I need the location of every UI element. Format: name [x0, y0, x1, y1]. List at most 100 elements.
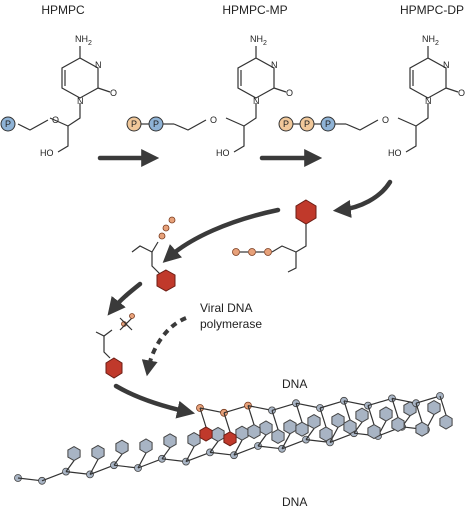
backbone-bond	[185, 451, 211, 463]
dna-base	[283, 419, 297, 435]
dna-base	[163, 433, 177, 449]
backbone-bond	[247, 405, 255, 425]
dna-double-strand	[14, 392, 453, 485]
dna-base	[307, 414, 321, 430]
backbone-bond	[353, 421, 363, 434]
arrow-to-triphosphate	[332, 179, 393, 218]
backbone-bond	[367, 405, 375, 425]
backbone-bond	[257, 445, 283, 450]
backbone-bond	[113, 464, 139, 469]
backbone-bond	[295, 402, 321, 409]
backbone-bond	[65, 460, 75, 472]
backbone-bond	[415, 403, 423, 423]
arrow-into-dna	[113, 383, 196, 419]
backbone-bond	[319, 407, 327, 428]
phosphate-label: P	[131, 119, 137, 129]
ho-label: HO	[388, 148, 402, 158]
backbone-bond	[89, 459, 99, 475]
phosphate-label: P	[283, 119, 289, 129]
incorporated-drug	[223, 431, 237, 447]
backbone-bond	[271, 402, 297, 411]
simplified-hpmpc-dp	[232, 199, 317, 273]
n-label: N	[253, 96, 260, 106]
enzyme-label-line2: polymerase	[200, 317, 262, 331]
dna-base	[235, 425, 249, 441]
backbone-bond	[233, 445, 259, 456]
backbone-bond	[329, 432, 355, 443]
dashed-polymerase-arrow	[141, 316, 187, 377]
dna-base	[379, 406, 393, 422]
backbone-bond	[41, 471, 67, 482]
dna-base	[367, 424, 381, 440]
dna-label-bottom: DNA	[282, 495, 307, 509]
o-label: O	[382, 115, 389, 125]
backbone-bond	[223, 412, 231, 432]
title-hpmpc-dp: HPMPC-DP	[400, 3, 464, 17]
arrow-to-incorporation	[162, 207, 281, 263]
o-label: O	[286, 88, 293, 98]
backbone-bond	[161, 458, 187, 463]
phosphate-label: P	[5, 119, 11, 129]
o-label: O	[210, 115, 217, 125]
phosphate-label: P	[153, 119, 159, 129]
dna-base	[139, 438, 153, 454]
arrow-to-polymerase	[107, 281, 143, 316]
backbone-bond	[319, 400, 345, 409]
n-label: N	[271, 60, 278, 70]
molecule-hpmpc: NH2 N N O O HO P	[0, 34, 117, 158]
dna-base	[259, 420, 273, 436]
backbone-bond	[329, 427, 339, 443]
dna-base	[355, 407, 369, 423]
backbone-bond	[113, 453, 123, 466]
dna-base	[211, 426, 225, 442]
n-label: N	[95, 60, 102, 70]
backbone-bond	[233, 439, 243, 456]
backbone-bond	[391, 398, 399, 418]
backbone-bond	[17, 477, 43, 482]
dna-base	[187, 432, 201, 448]
dna-label-top: DNA	[282, 377, 307, 391]
intermediate-drug	[131, 216, 176, 292]
dna-base	[115, 439, 129, 455]
backbone-bond	[343, 400, 351, 420]
backbone-bond	[137, 458, 163, 469]
backbone-bond	[305, 439, 331, 443]
cleaved-intermediate	[95, 313, 135, 379]
backbone-bond	[209, 441, 219, 453]
dna-base	[67, 446, 81, 462]
incorporated-drug	[199, 426, 213, 442]
nh2-label: NH2	[250, 34, 267, 47]
backbone-bond	[391, 397, 417, 404]
dna-base	[343, 419, 357, 435]
n-label: N	[425, 96, 432, 106]
phosphate-label: P	[304, 119, 310, 129]
enzyme-label-line1: Viral DNA	[200, 301, 252, 315]
n-label: N	[443, 60, 450, 70]
dna-base	[427, 400, 441, 416]
nh2-label: NH2	[75, 34, 92, 47]
cytosine-hexagon	[295, 199, 317, 225]
dna-base	[391, 416, 405, 432]
backbone-bond	[199, 407, 225, 414]
backbone-bond	[257, 434, 267, 447]
backbone-bond	[305, 428, 315, 440]
molecule-hpmpc-mp: NH2 N N O O HO P P	[126, 34, 293, 158]
dna-base	[319, 426, 333, 442]
backbone-bond	[89, 464, 115, 475]
n-label: N	[77, 96, 84, 106]
molecule-hpmpc-dp: NH2 N N O O HO P P P	[278, 34, 465, 158]
o-label: O	[110, 88, 117, 98]
backbone-bond	[367, 397, 393, 407]
backbone-bond	[223, 405, 249, 414]
drug-hexagon	[105, 357, 123, 379]
backbone-bond	[281, 433, 291, 450]
ho-label: HO	[40, 148, 54, 158]
dna-base	[247, 424, 261, 440]
backbone-bond	[209, 451, 235, 456]
dna-base	[271, 428, 285, 444]
backbone-bond	[295, 403, 303, 423]
drug-hexagon	[156, 269, 176, 292]
dna-base	[439, 414, 453, 430]
phosphate-blue	[0, 116, 16, 132]
